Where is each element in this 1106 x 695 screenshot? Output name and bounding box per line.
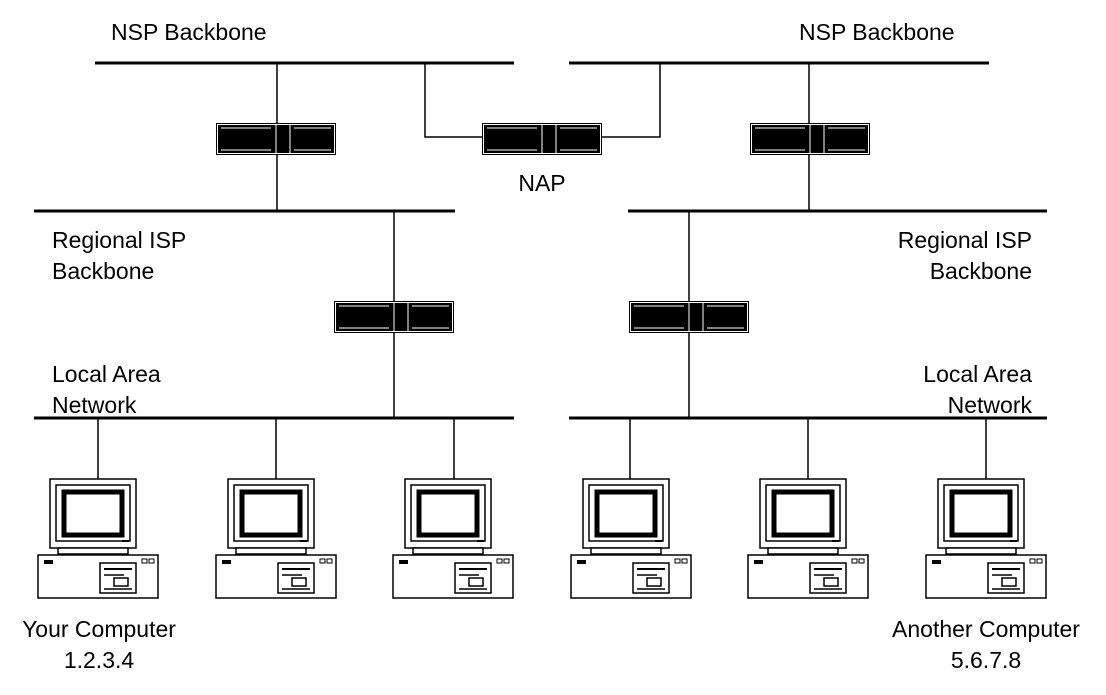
- lan-left-label-line2: Network: [52, 392, 137, 418]
- computer-icon: [571, 479, 691, 598]
- your-computer-label: Your Computer: [22, 616, 176, 642]
- router-icon: [628, 300, 750, 334]
- nap-link-left: [424, 63, 482, 138]
- another-computer-label: Another Computer: [892, 616, 1080, 642]
- nap-link-right: [600, 63, 661, 138]
- lan-left-label-line1: Local Area: [52, 361, 161, 387]
- router-icon: [481, 122, 603, 156]
- computer-icon: [38, 479, 158, 598]
- regional-left-label-line2: Backbone: [52, 258, 155, 284]
- router-icon: [215, 122, 337, 156]
- router-icon: [749, 122, 871, 156]
- nsp-backbone-right-label: NSP Backbone: [799, 19, 955, 45]
- nap-label: NAP: [518, 170, 566, 196]
- computer-icon: [393, 479, 513, 598]
- regional-right-label-line2: Backbone: [929, 258, 1032, 284]
- computer-icon: [748, 479, 868, 598]
- lan-right-label-line1: Local Area: [923, 361, 1032, 387]
- another-computer-ip: 5.6.7.8: [950, 647, 1022, 673]
- lan-right-label-line2: Network: [947, 392, 1032, 418]
- nsp-backbone-left-label: NSP Backbone: [111, 19, 267, 45]
- regional-right-label-line1: Regional ISP: [897, 227, 1032, 253]
- your-computer-ip: 1.2.3.4: [63, 647, 135, 673]
- regional-left-label-line1: Regional ISP: [52, 227, 187, 253]
- computer-icon: [926, 479, 1046, 598]
- computer-icon: [216, 479, 336, 598]
- router-icon: [333, 300, 455, 334]
